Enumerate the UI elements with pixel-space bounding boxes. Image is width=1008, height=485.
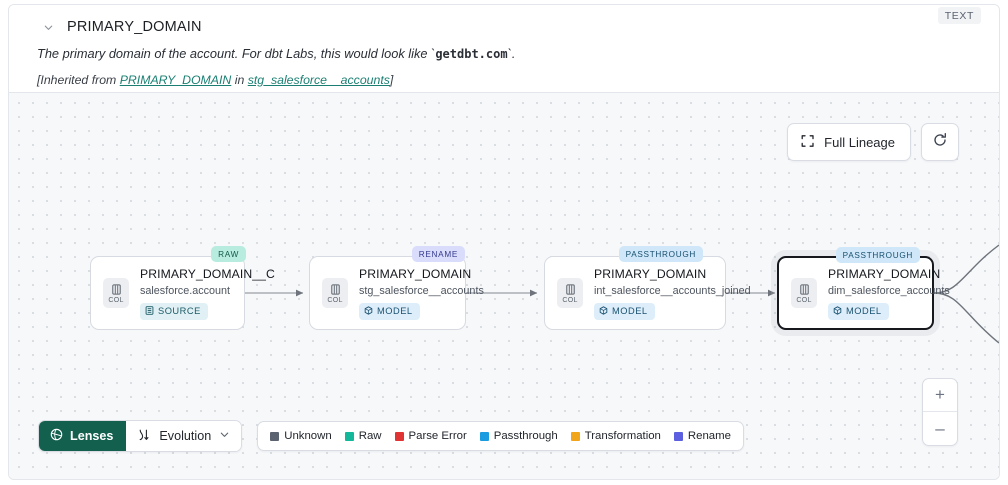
column-icon-label: COL bbox=[327, 296, 343, 304]
node-title: PRIMARY_DOMAIN bbox=[828, 266, 941, 281]
zoom-out-button[interactable]: – bbox=[935, 418, 945, 438]
inherited-note: [Inherited from PRIMARY_DOMAIN in stg_sa… bbox=[37, 73, 393, 87]
inherited-mid: in bbox=[231, 73, 248, 87]
legend-swatch bbox=[270, 431, 280, 441]
lineage-graph: RAW COL PRIMARY_DOMAIN__C salesforce.acc… bbox=[9, 93, 999, 479]
node-tag-label: MODEL bbox=[612, 306, 648, 316]
legend-label: Rename bbox=[687, 430, 731, 442]
evolution-icon bbox=[137, 428, 151, 445]
column-icon: COL bbox=[322, 278, 348, 308]
node-badge: RENAME bbox=[411, 246, 465, 262]
node-title: PRIMARY_DOMAIN bbox=[359, 266, 472, 281]
lineage-node[interactable]: RAW COL PRIMARY_DOMAIN__C salesforce.acc… bbox=[90, 246, 275, 330]
legend-swatch bbox=[673, 431, 683, 441]
column-icon-label: COL bbox=[108, 296, 124, 304]
lineage-node[interactable]: RENAME COL PRIMARY_DOMAIN stg_salesforce… bbox=[309, 246, 484, 330]
refresh-button[interactable] bbox=[921, 123, 959, 161]
lineage-canvas[interactable]: Full Lineage + – bbox=[9, 93, 999, 479]
full-lineage-label: Full Lineage bbox=[824, 134, 895, 150]
legend-swatch bbox=[479, 431, 489, 441]
column-icon-label: COL bbox=[562, 296, 578, 304]
node-tag: MODEL bbox=[594, 302, 655, 320]
model-icon bbox=[833, 305, 842, 317]
inherited-prefix: [Inherited from bbox=[37, 73, 120, 87]
node-badge: PASSTHROUGH bbox=[618, 246, 703, 262]
lens-icon bbox=[50, 428, 63, 444]
legend-swatch bbox=[570, 431, 580, 441]
node-title: PRIMARY_DOMAIN bbox=[594, 266, 707, 281]
node-tag: MODEL bbox=[828, 302, 889, 320]
canvas-toolbar: Full Lineage bbox=[787, 123, 959, 161]
column-icon: COL bbox=[557, 278, 583, 308]
description-text: The primary domain of the account. For d… bbox=[37, 46, 436, 61]
node-subtitle: stg_salesforce__accounts bbox=[359, 284, 484, 297]
chevron-down-icon[interactable] bbox=[35, 16, 61, 38]
description-code: getdbt.com bbox=[435, 47, 508, 61]
legend-label: Transformation bbox=[584, 430, 661, 442]
node-subtitle: int_salesforce__accounts_joined bbox=[594, 284, 751, 297]
node-tag-label: MODEL bbox=[846, 306, 882, 316]
node-title: PRIMARY_DOMAIN__C bbox=[140, 266, 275, 281]
column-type-badge: TEXT bbox=[937, 7, 981, 24]
legend-swatch bbox=[344, 431, 354, 441]
column-icon: COL bbox=[103, 278, 129, 308]
legend-item-rename: Rename bbox=[673, 430, 731, 442]
page-title: PRIMARY_DOMAIN bbox=[67, 19, 202, 35]
lenses-button[interactable]: Lenses bbox=[39, 421, 127, 451]
legend-item-parse-error: Parse Error bbox=[394, 430, 467, 442]
legend-swatch bbox=[394, 431, 404, 441]
legend-item-passthrough: Passthrough bbox=[479, 430, 558, 442]
lineage-edges bbox=[245, 244, 999, 344]
zoom-in-button[interactable]: + bbox=[923, 379, 957, 412]
bottom-toolbar: Lenses Evolution U bbox=[38, 420, 744, 452]
model-icon bbox=[599, 305, 608, 317]
column-detail-card: PRIMARY_DOMAIN TEXT The primary domain o… bbox=[8, 4, 1000, 480]
description-suffix: `. bbox=[507, 46, 516, 61]
legend-item-unknown: Unknown bbox=[270, 430, 332, 442]
source-icon bbox=[145, 305, 154, 317]
inherited-close: ] bbox=[389, 73, 394, 87]
refresh-icon bbox=[932, 132, 948, 153]
node-badge: PASSTHROUGH bbox=[835, 247, 920, 263]
column-header-row: PRIMARY_DOMAIN bbox=[9, 15, 999, 39]
column-description: The primary domain of the account. For d… bbox=[37, 46, 515, 61]
evolution-label: Evolution bbox=[159, 429, 212, 443]
legend-label: Raw bbox=[358, 430, 382, 442]
lineage-node[interactable]: PASSTHROUGH COL PRIMARY_DOMAIN int_sales… bbox=[544, 246, 751, 330]
inherited-column-link[interactable]: PRIMARY_DOMAIN bbox=[119, 73, 232, 87]
inherited-model-link[interactable]: stg_salesforce__accounts bbox=[247, 73, 390, 87]
node-body: PRIMARY_DOMAIN int_salesforce__accounts_… bbox=[594, 267, 751, 320]
node-badge: RAW bbox=[211, 246, 246, 262]
node-body: PRIMARY_DOMAIN dim_salesforce_accounts M… bbox=[828, 267, 950, 320]
node-tag-label: MODEL bbox=[377, 306, 413, 316]
lineage-node-selected[interactable]: PASSTHROUGH COL PRIMARY_DOMAIN dim_sales… bbox=[777, 247, 950, 330]
node-body: PRIMARY_DOMAIN__C salesforce.account SOU… bbox=[140, 267, 275, 320]
lineage-legend: Unknown Raw Parse Error Passthrough bbox=[257, 421, 744, 451]
node-subtitle: salesforce.account bbox=[140, 284, 231, 297]
column-header: PRIMARY_DOMAIN TEXT The primary domain o… bbox=[9, 5, 999, 93]
lenses-label: Lenses bbox=[70, 429, 114, 443]
column-icon: COL bbox=[791, 278, 817, 308]
node-tag: SOURCE bbox=[140, 302, 208, 320]
node-body: PRIMARY_DOMAIN stg_salesforce__accounts … bbox=[359, 267, 484, 320]
node-tag-label: SOURCE bbox=[158, 306, 201, 316]
evolution-dropdown[interactable]: Evolution bbox=[126, 421, 242, 451]
edge-out-top bbox=[933, 244, 999, 294]
column-icon-label: COL bbox=[796, 296, 812, 304]
legend-label: Unknown bbox=[284, 430, 332, 442]
legend-item-transformation: Transformation bbox=[570, 430, 661, 442]
edge-out-bottom bbox=[933, 292, 999, 344]
expand-icon bbox=[801, 134, 815, 151]
model-icon bbox=[364, 305, 373, 317]
node-tag: MODEL bbox=[359, 302, 420, 320]
zoom-controls: + – bbox=[922, 378, 958, 446]
full-lineage-button[interactable]: Full Lineage bbox=[787, 123, 911, 161]
legend-label: Parse Error bbox=[408, 430, 467, 442]
chevron-down-icon bbox=[219, 429, 230, 443]
node-subtitle: dim_salesforce_accounts bbox=[828, 284, 950, 297]
legend-label: Passthrough bbox=[493, 430, 558, 442]
legend-item-raw: Raw bbox=[344, 430, 382, 442]
lenses-segmented-control: Lenses Evolution bbox=[38, 420, 243, 452]
